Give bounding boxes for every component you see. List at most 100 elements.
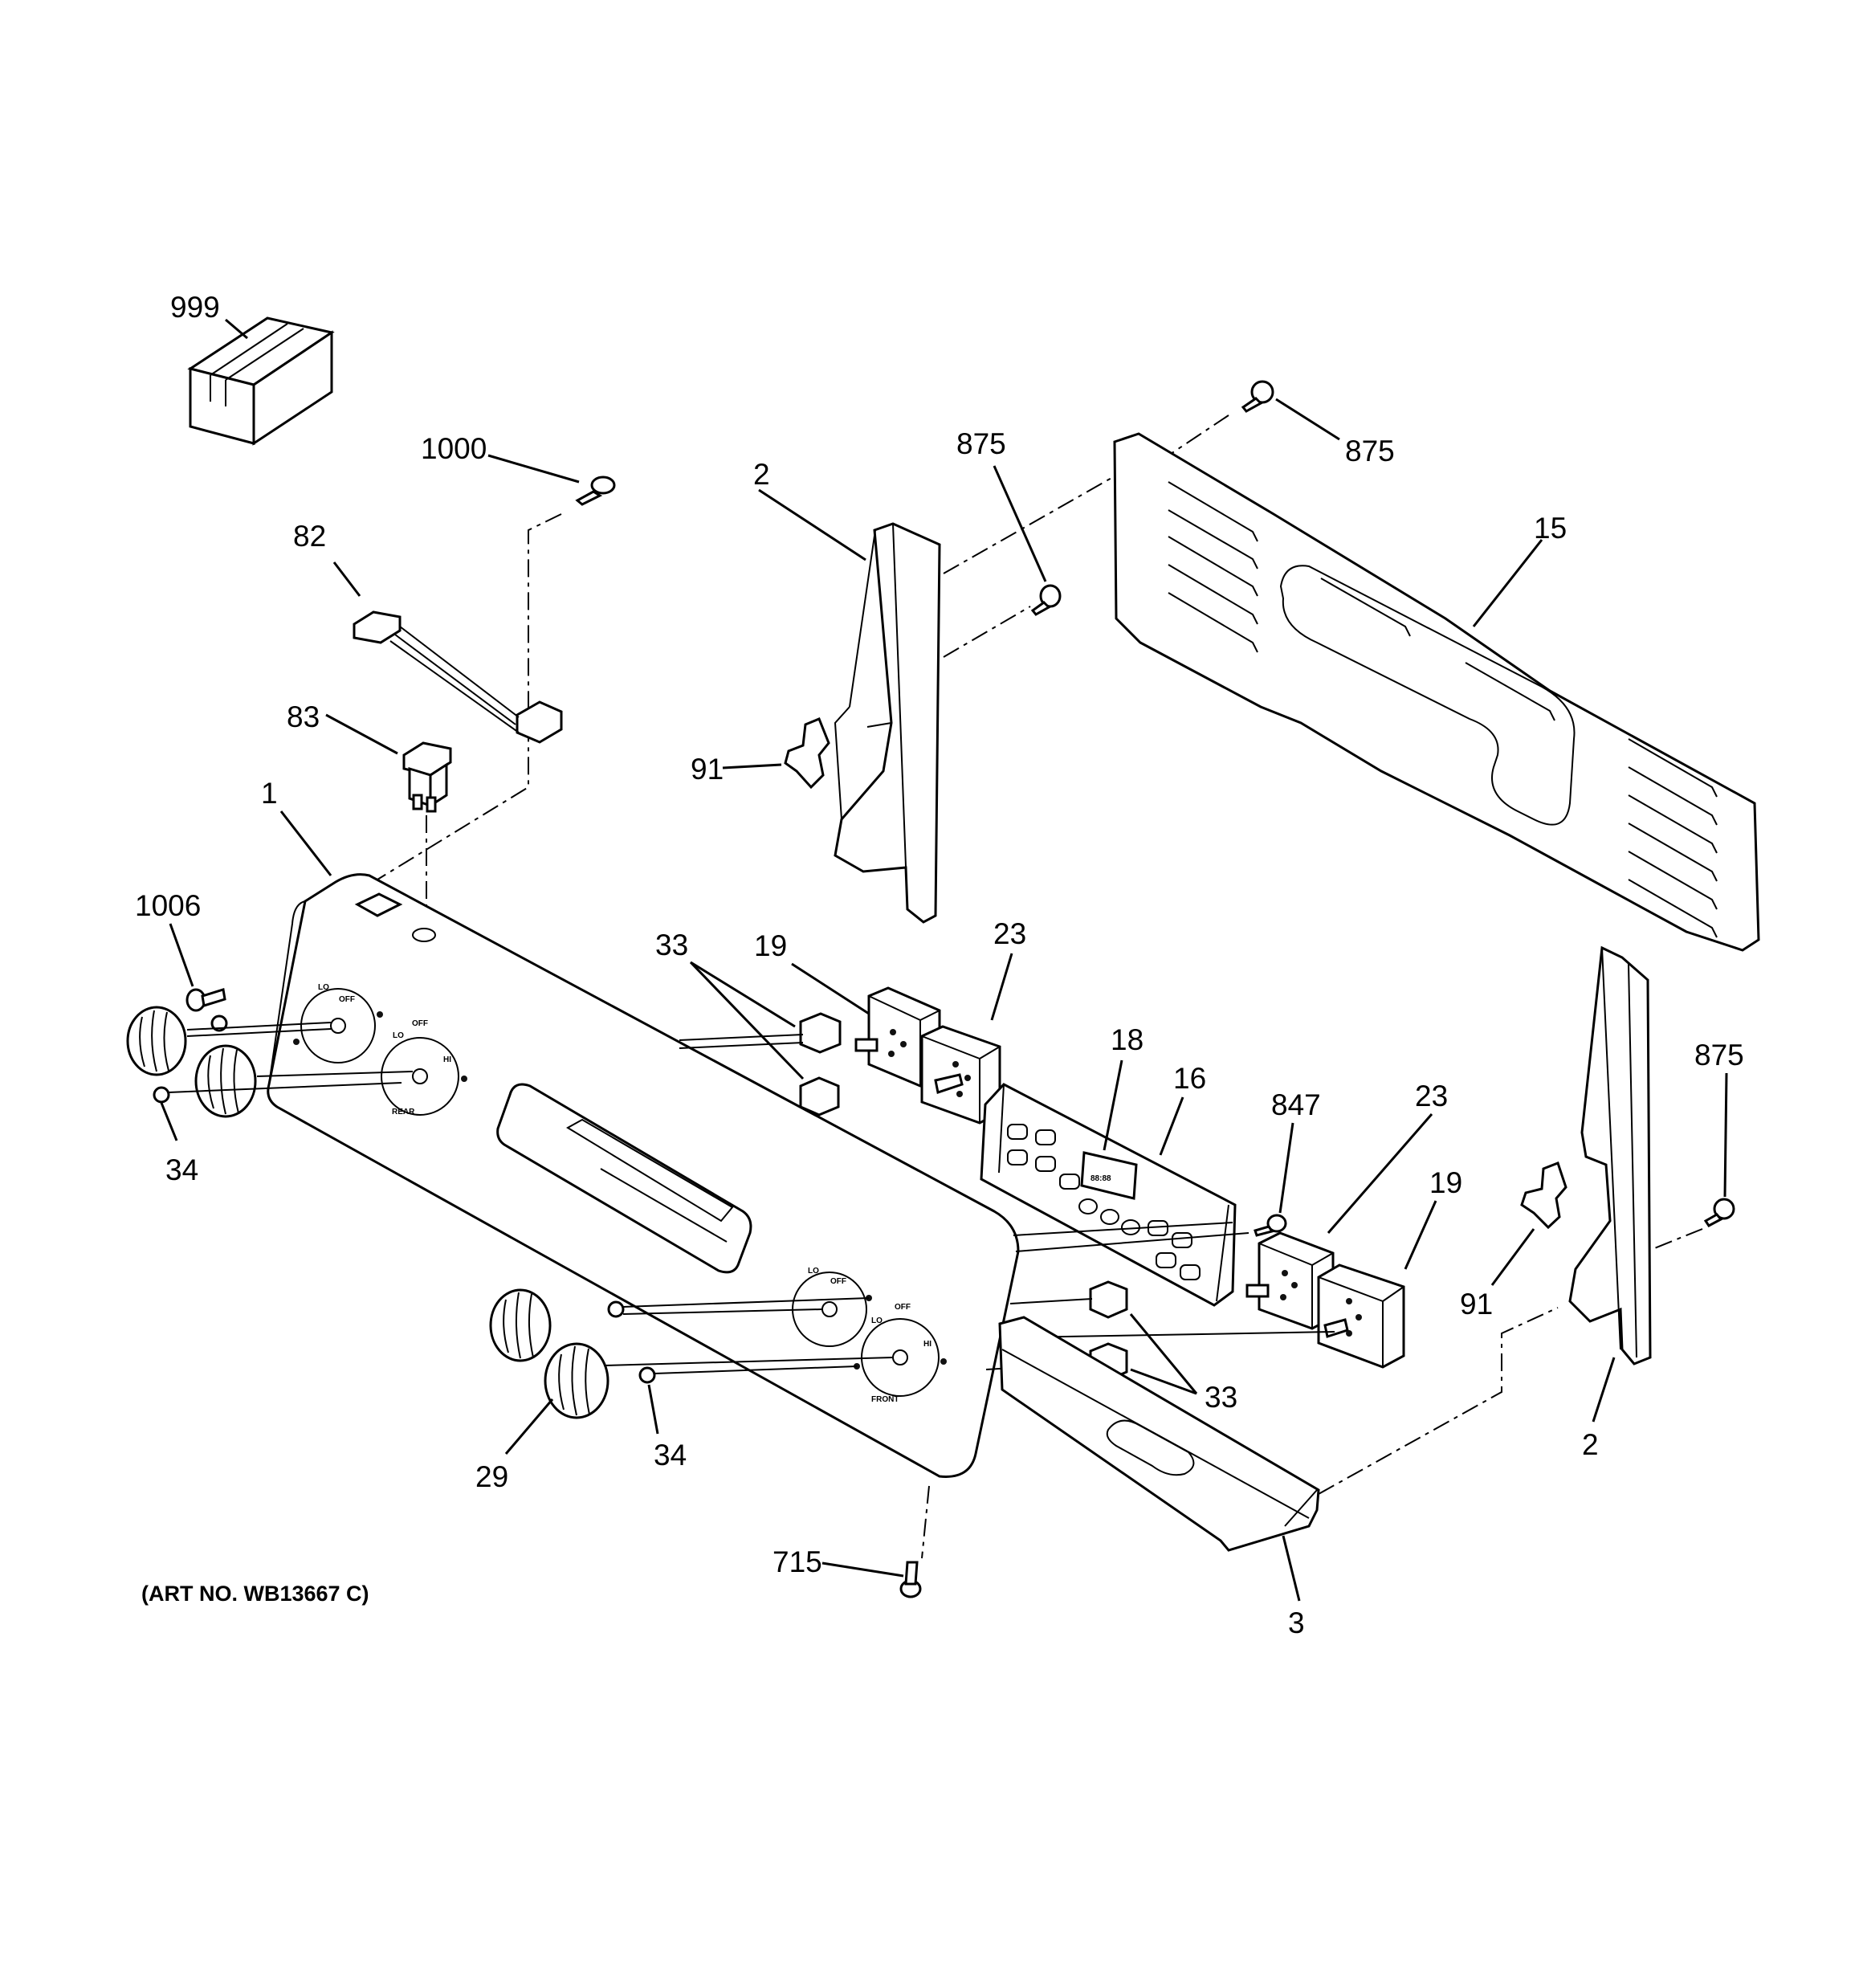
dashline-715 [921, 1485, 930, 1559]
callout-999: 999 [170, 291, 220, 324]
leader-33b-2 [1130, 1368, 1197, 1395]
part-34-spring-clip-upper-a [210, 1014, 228, 1032]
panel-mark-hi-1: HI [443, 1055, 451, 1064]
part-19-switch-right [1317, 1263, 1405, 1369]
panel-mark-lo-4: LO [871, 1316, 883, 1325]
callout-3: 3 [1288, 1606, 1305, 1639]
leader-34a [160, 1102, 178, 1141]
leader-91a [722, 763, 782, 769]
axis-line-board-1 [1013, 1222, 1233, 1236]
callout-91b: 91 [1460, 1288, 1493, 1321]
callout-33b: 33 [1205, 1381, 1237, 1414]
callout-33a: 33 [655, 929, 688, 961]
leader-82 [332, 561, 361, 597]
callout-34a: 34 [165, 1153, 198, 1186]
axis-line-33a-1 [679, 1034, 804, 1041]
leader-15 [1472, 539, 1543, 627]
callout-875a: 875 [956, 427, 1006, 460]
panel-mark-lo-3: LO [808, 1267, 819, 1276]
axis-line-lower-3 [603, 1357, 894, 1366]
part-23-switch-left [920, 1025, 1001, 1125]
leader-3 [1282, 1535, 1301, 1602]
part-34-spring-clip-lower-b [638, 1366, 656, 1384]
axis-line-upper-3 [256, 1071, 414, 1077]
part-2-end-cap-right [1568, 945, 1652, 1365]
leader-999 [225, 318, 248, 340]
leader-23b [1327, 1113, 1433, 1234]
leader-875c [1723, 1072, 1728, 1198]
dashline-875b [1170, 414, 1229, 455]
leader-34b [647, 1384, 659, 1435]
part-999-box [187, 316, 335, 446]
axis-line-33a-2 [679, 1042, 804, 1049]
panel-mark-off-4: OFF [895, 1303, 911, 1312]
dashline-1000 [377, 513, 562, 880]
leader-875a [993, 465, 1047, 582]
part-29-knob-upper-1 [126, 1006, 187, 1076]
part-33-clip-lower-a [1089, 1280, 1128, 1319]
part-34-spring-clip-lower-a [607, 1300, 625, 1318]
leader-18 [1103, 1059, 1123, 1151]
dashline-2a-1 [943, 470, 1125, 574]
dashline-875c [1652, 1228, 1703, 1250]
part-875-screw-b [1241, 380, 1274, 413]
axis-line-upper-2 [186, 1028, 332, 1037]
callout-1006: 1006 [135, 889, 201, 922]
callout-875c: 875 [1694, 1039, 1744, 1072]
part-82-harness [353, 610, 563, 744]
part-875-screw-c [1703, 1198, 1735, 1227]
panel-mark-lo-1: LO [318, 983, 329, 992]
part-18-clock-display [1080, 1151, 1138, 1200]
leader-33b-1 [1129, 1313, 1198, 1394]
axis-line-lower-2 [622, 1308, 823, 1315]
leader-23a [990, 953, 1013, 1021]
panel-mark-hi-2: HI [923, 1340, 932, 1349]
panel-mark-front: FRONT [871, 1395, 899, 1404]
part-83-switch [402, 741, 452, 813]
leader-33a-2 [689, 961, 805, 1080]
part-91-clip-left [784, 717, 830, 790]
part-33-clip-upper-b [799, 1076, 840, 1116]
callout-34b: 34 [654, 1439, 687, 1472]
leader-2b [1592, 1357, 1616, 1423]
leader-1006 [169, 923, 194, 987]
axis-line-847 [1015, 1232, 1249, 1252]
part-34-spring-clip-upper-b [153, 1086, 170, 1104]
axis-line-19b [1019, 1331, 1335, 1338]
leader-19b [1404, 1200, 1437, 1270]
art-number: (ART NO. WB13667 C) [141, 1582, 369, 1606]
part-1000-screw [575, 476, 616, 506]
leader-715 [821, 1561, 904, 1578]
leader-1 [279, 810, 332, 876]
axis-line-33b-1 [1009, 1298, 1093, 1304]
clock-readout: 88:88 [1090, 1174, 1111, 1183]
axis-line-upper-1 [186, 1022, 332, 1031]
callout-29: 29 [475, 1460, 508, 1493]
dashline-2a-2 [943, 606, 1031, 658]
panel-mark-rear: REAR [392, 1108, 415, 1116]
leader-875b [1275, 398, 1340, 441]
axis-line-lower-1 [622, 1297, 870, 1308]
leader-33a-1 [690, 961, 796, 1028]
part-33-clip-upper-a [799, 1012, 842, 1054]
callout-847: 847 [1271, 1088, 1321, 1121]
leader-847 [1278, 1122, 1294, 1214]
callout-2b: 2 [1582, 1428, 1599, 1461]
callout-19a: 19 [754, 929, 787, 962]
callout-19b: 19 [1429, 1166, 1462, 1199]
callout-715: 715 [773, 1545, 822, 1578]
part-29-knob-lower-1 [489, 1288, 552, 1362]
panel-mark-off-2: OFF [412, 1019, 428, 1028]
panel-mark-lo-2: LO [393, 1031, 404, 1040]
callout-16: 16 [1173, 1062, 1206, 1095]
leader-16 [1159, 1096, 1184, 1156]
leader-19a [791, 962, 870, 1015]
leader-2a [758, 488, 866, 561]
part-847-screw [1254, 1214, 1287, 1237]
part-2-end-cap-left [834, 522, 941, 924]
callout-1000: 1000 [421, 432, 487, 465]
callout-15: 15 [1534, 512, 1567, 545]
axis-line-upper-4 [168, 1082, 402, 1093]
part-715-screw [899, 1561, 922, 1598]
